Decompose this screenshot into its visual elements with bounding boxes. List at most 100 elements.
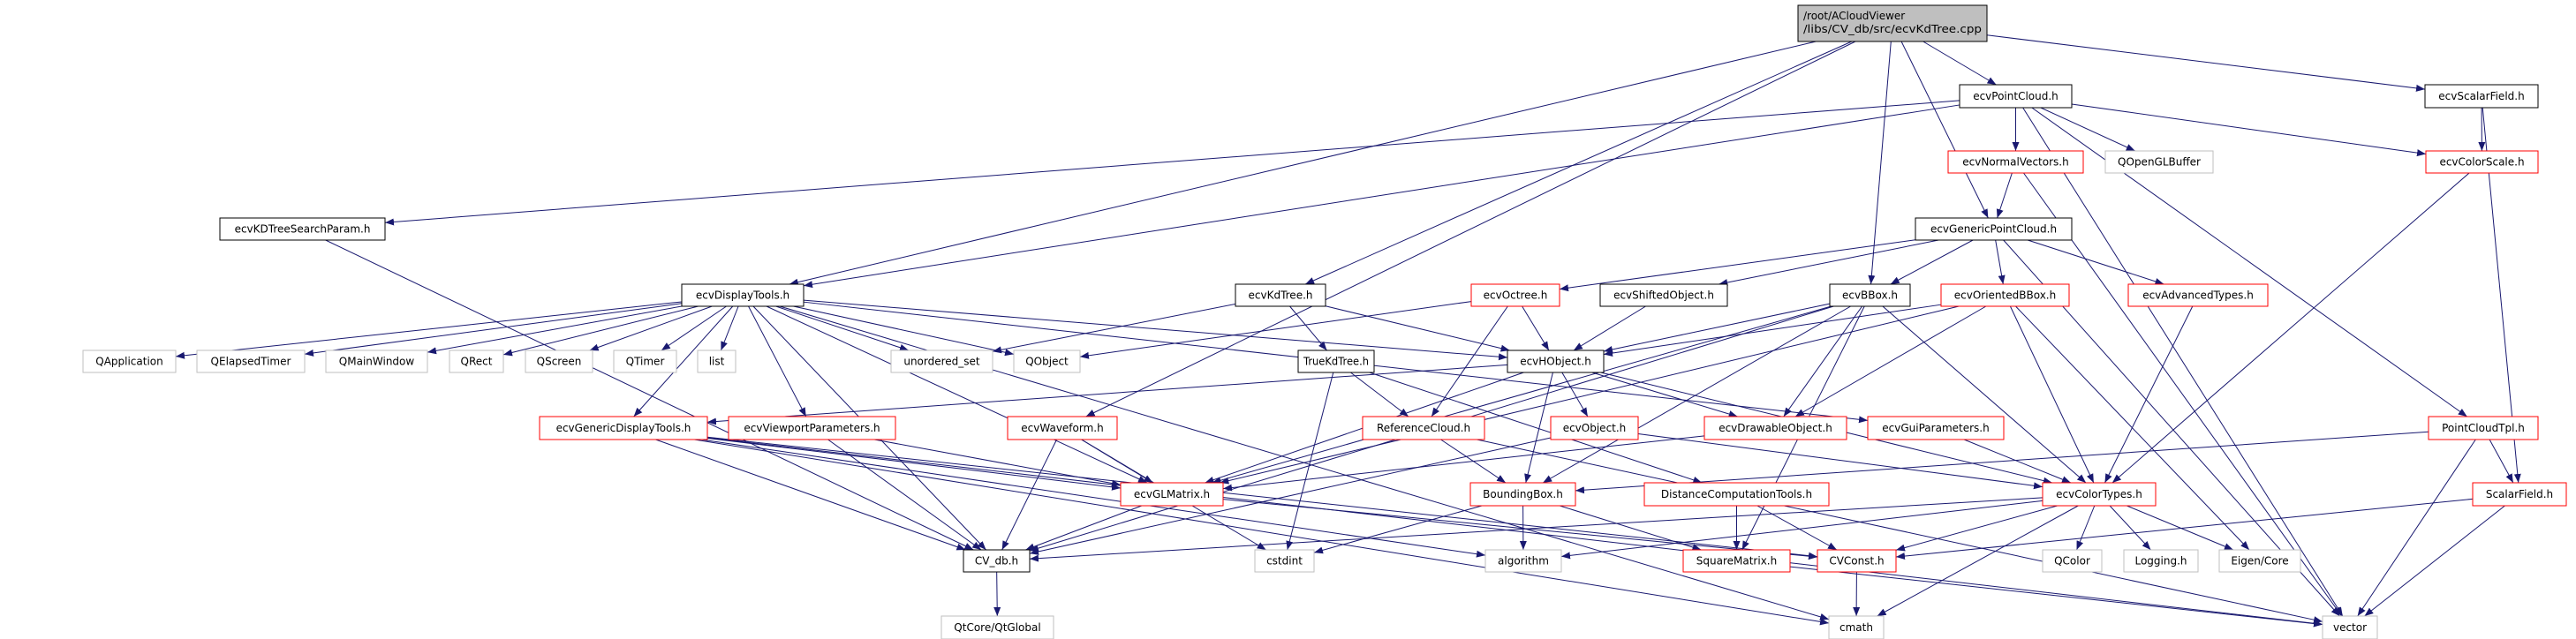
node-label: QElapsedTimer (211, 356, 291, 368)
node-box (2425, 150, 2539, 174)
node-qmainwindow[interactable]: QMainWindow (325, 350, 428, 373)
node-viewport[interactable]: ecvViewportParameters.h (728, 416, 896, 440)
node-list[interactable]: list (697, 350, 737, 373)
node-qtglobal[interactable]: QtCore/QtGlobal (941, 615, 1054, 639)
node-box (1013, 350, 1081, 373)
edge-displaytools-to-viewport (748, 305, 807, 417)
edge-truekd-to-distcomp (1369, 372, 1703, 484)
node-label: ecvScalarField.h (2438, 90, 2524, 102)
edge-boundingbox-to-squarematrix (1560, 505, 1702, 551)
node-box (2424, 84, 2539, 109)
node-root[interactable]: /root/ACloudViewer/libs/CV_db/src/ecvKdT… (1797, 4, 1988, 42)
edge-colortypes-to-logging (2109, 505, 2151, 551)
node-box (1235, 283, 1326, 307)
node-truekd[interactable]: TrueKdTree.h (1297, 350, 1375, 373)
node-label: ecvKdTree.h (1249, 289, 1313, 302)
node-label: QObject (1025, 356, 1069, 368)
node-octree[interactable]: ecvOctree.h (1470, 283, 1560, 307)
node-label: ecvAdvancedTypes.h (2142, 289, 2254, 302)
node-cstdint[interactable]: cstdint (1254, 549, 1315, 573)
node-box (681, 283, 805, 307)
edge-root-to-pointcloud (1923, 41, 1997, 86)
node-qcolor[interactable]: QColor (2042, 549, 2103, 573)
node-box (2123, 549, 2199, 573)
node-displaytools[interactable]: ecvDisplayTools.h (681, 283, 805, 307)
node-gendisplay[interactable]: ecvGenericDisplayTools.h (539, 416, 708, 440)
node-distcomp[interactable]: DistanceComputationTools.h (1643, 482, 1830, 507)
node-logging[interactable]: Logging.h (2123, 549, 2199, 573)
edge-octree-to-hobject (1522, 305, 1550, 351)
node-refcloud[interactable]: ReferenceCloud.h (1362, 416, 1485, 440)
edge-displaytools-to-qapplication (175, 301, 683, 359)
edge-genpc-to-obbox (1995, 239, 2006, 285)
node-sf[interactable]: ScalarField.h (2472, 482, 2567, 507)
node-qopenglbuffer[interactable]: QOpenGLBuffer (2104, 150, 2214, 174)
node-pctpl[interactable]: PointCloudTpl.h (2428, 416, 2539, 440)
node-unordered[interactable]: unordered_set (890, 350, 993, 373)
node-label: CVConst.h (1829, 555, 1884, 568)
node-label: CV_db.h (975, 555, 1018, 568)
node-colorscale[interactable]: ecvColorScale.h (2425, 150, 2539, 174)
node-waveform[interactable]: ecvWaveform.h (1007, 416, 1118, 440)
node-shifted[interactable]: ecvShiftedObject.h (1599, 283, 1728, 307)
node-boundingbox[interactable]: BoundingBox.h (1469, 482, 1576, 507)
node-label: ecvDrawableObject.h (1719, 422, 1832, 434)
node-box (1297, 350, 1375, 373)
edge-pointcloud-to-vector (2022, 107, 2344, 617)
node-kdsearch[interactable]: ecvKDTreeSearchParam.h (219, 217, 386, 241)
edge-bbox-to-drawable (1783, 305, 1863, 417)
node-label: ecvHObject.h (1520, 356, 1591, 368)
node-object[interactable]: ecvObject.h (1550, 416, 1639, 440)
node-label: QRect (461, 356, 493, 368)
node-normalvec[interactable]: ecvNormalVectors.h (1947, 150, 2084, 174)
node-label: ecvColorScale.h (2439, 156, 2524, 169)
node-label: Logging.h (2134, 555, 2187, 568)
node-box (1599, 283, 1728, 307)
node-colortypes[interactable]: ecvColorTypes.h (2042, 482, 2157, 507)
node-box (1959, 84, 2073, 109)
node-eigen[interactable]: Eigen/Core (2218, 549, 2301, 573)
node-cvdb[interactable]: CV_db.h (963, 549, 1031, 573)
node-label: ecvShiftedObject.h (1613, 289, 1714, 302)
edge-hobject-to-gendisplay (706, 364, 1508, 425)
node-qelapsed[interactable]: QElapsedTimer (196, 350, 306, 373)
node-label: vector (2333, 621, 2367, 634)
edge-object-to-colortypes (1637, 433, 2043, 490)
node-qscreen[interactable]: QScreen (525, 350, 593, 373)
edge-truekd-to-cstdint (1286, 372, 1334, 551)
node-pointcloud[interactable]: ecvPointCloud.h (1959, 84, 2073, 109)
node-algorithm[interactable]: algorithm (1484, 549, 1562, 573)
node-vector[interactable]: vector (2322, 615, 2378, 639)
edge-genpc-to-octree (1559, 239, 1916, 292)
node-bbox[interactable]: ecvBBox.h (1829, 283, 1911, 307)
node-cvconst[interactable]: CVConst.h (1817, 549, 1897, 573)
node-squarematrix[interactable]: SquareMatrix.h (1682, 549, 1791, 573)
edge-displaytools-to-list (720, 305, 739, 351)
node-label: DistanceComputationTools.h (1661, 488, 1812, 500)
node-obbox[interactable]: ecvOrientedBBox.h (1940, 283, 2070, 307)
edge-root-to-scalarfield (1986, 34, 2426, 92)
edge-colortypes-to-qcolor (2076, 505, 2096, 551)
node-label: ecvNormalVectors.h (1962, 156, 2068, 169)
node-genpc[interactable]: ecvGenericPointCloud.h (1915, 217, 2073, 241)
node-scalarfield[interactable]: ecvScalarField.h (2424, 84, 2539, 109)
edge-displaytools-to-gendisplay (633, 305, 734, 417)
node-qrect[interactable]: QRect (449, 350, 504, 373)
node-hobject[interactable]: ecvHObject.h (1507, 350, 1605, 373)
node-kdtree[interactable]: ecvKdTree.h (1235, 283, 1326, 307)
node-box (1947, 150, 2084, 174)
edge-displaytools-to-unordered (775, 305, 910, 351)
node-qobject[interactable]: QObject (1013, 350, 1081, 373)
node-label: ecvGenericDisplayTools.h (556, 422, 691, 434)
node-label: list (709, 356, 725, 368)
edge-obbox-to-glmatrix (1220, 305, 1960, 485)
node-label: cmath (1839, 621, 1873, 634)
node-qapplication[interactable]: QApplication (82, 350, 177, 373)
node-drawable[interactable]: ecvDrawableObject.h (1703, 416, 1847, 440)
node-qtimer[interactable]: QTimer (613, 350, 677, 373)
node-cmath[interactable]: cmath (1828, 615, 1885, 639)
node-advtypes[interactable]: ecvAdvancedTypes.h (2127, 283, 2269, 307)
node-glmatrix[interactable]: ecvGLMatrix.h (1120, 482, 1224, 507)
node-guiparams[interactable]: ecvGuiParameters.h (1867, 416, 2005, 440)
